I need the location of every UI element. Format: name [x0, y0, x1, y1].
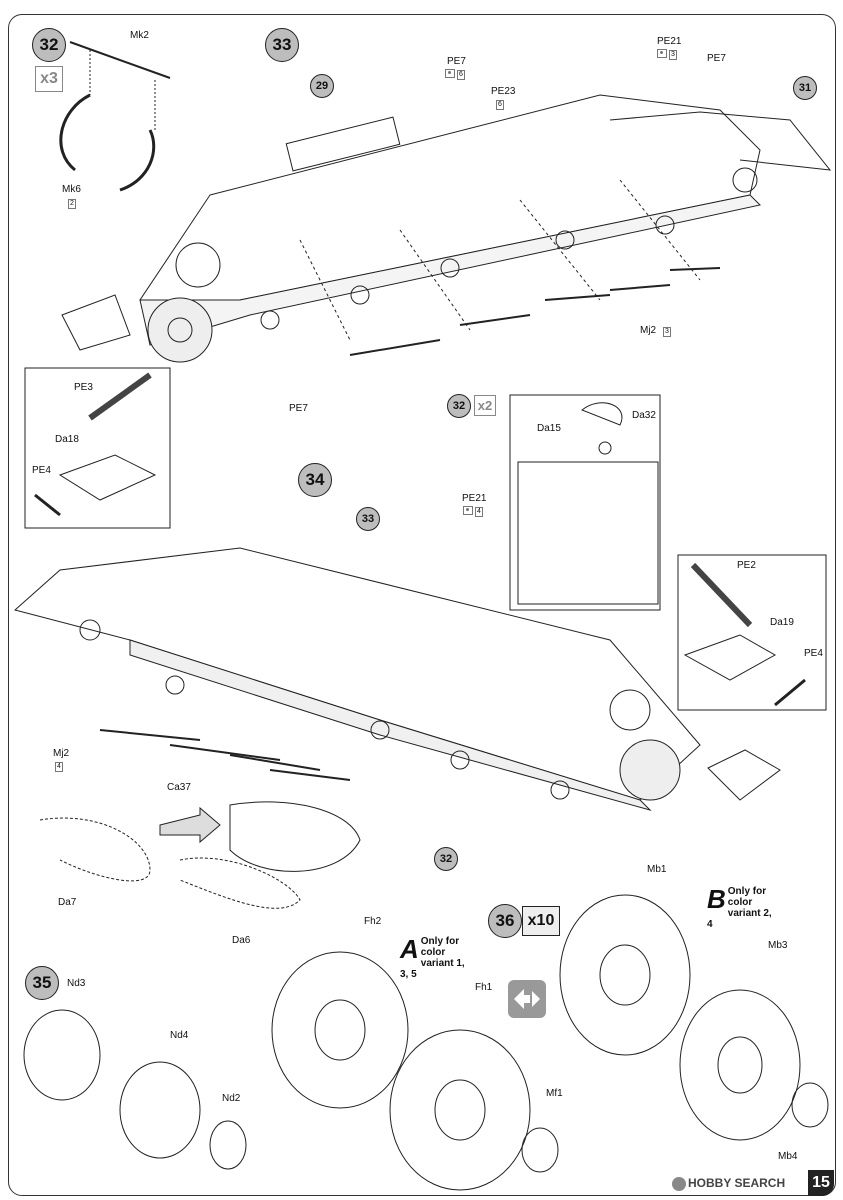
ref-32-multiplier: x2 — [474, 395, 496, 416]
variant-a-note: A Only for color variant 1, 3, 5 — [400, 936, 466, 980]
ref-31: 31 — [793, 76, 817, 100]
label-da15: Da15 — [537, 423, 561, 434]
photo-etch-icon — [463, 505, 473, 515]
label-mb4: Mb4 — [778, 1151, 798, 1162]
label-mk2: Mk2 — [130, 30, 149, 41]
label-pe21-a: PE21 — [657, 36, 682, 47]
label-mj2-b: Mj2 — [53, 748, 70, 759]
label-pe3: PE3 — [74, 382, 93, 393]
photo-etch-icon — [657, 48, 667, 58]
watermark: HOBBY SEARCH — [672, 1176, 785, 1191]
inset-da15-drawing — [509, 394, 661, 611]
ref-32-upper: 32 — [447, 394, 471, 418]
label-da18: Da18 — [55, 434, 79, 445]
variant-b-letter: B — [707, 884, 726, 914]
ref-33: 33 — [356, 507, 380, 531]
step-36-multiplier: x10 — [522, 906, 560, 936]
wheels-drawing — [23, 894, 829, 1191]
step-34-marker: 34 — [298, 463, 332, 497]
variant-b-note: B Only for color variant 2, 4 — [707, 886, 773, 930]
label-ca37: Ca37 — [167, 782, 191, 793]
label-pe23: PE23 — [491, 86, 516, 97]
label-nd3: Nd3 — [67, 978, 86, 989]
step-32-marker: 32 — [32, 28, 66, 62]
hobby-search-logo-icon — [672, 1176, 686, 1191]
label-nd4: Nd4 — [170, 1030, 189, 1041]
label-da32: Da32 — [632, 410, 656, 421]
label-pe21-b: PE21 — [462, 493, 487, 504]
step-33-marker: 33 — [265, 28, 299, 62]
label-mb3: Mb3 — [768, 940, 788, 951]
label-pe21-a-qty: 3 — [657, 48, 677, 60]
label-da7: Da7 — [58, 897, 77, 908]
ref-29: 29 — [310, 74, 334, 98]
inset-da19-drawing — [677, 554, 827, 711]
swap-arrows-icon — [508, 980, 546, 1018]
label-mj2-a-qty: 3 — [663, 327, 671, 337]
label-pe4-a: PE4 — [32, 465, 51, 476]
label-fh1: Fh1 — [475, 982, 493, 993]
step-32-multiplier: x3 — [35, 66, 63, 92]
inset-da18-drawing — [24, 367, 171, 529]
label-mj2-a: Mj2 — [640, 325, 657, 336]
variant-b-text-2: variant 2, 4 — [707, 908, 772, 930]
label-pe7-a-qty: 6 — [445, 68, 465, 80]
label-mb1: Mb1 — [647, 864, 667, 875]
label-pe4-b: PE4 — [804, 648, 823, 659]
label-da19: Da19 — [770, 617, 794, 628]
label-mj2-b-qty: 4 — [55, 762, 63, 772]
page-frame — [8, 14, 836, 1196]
label-fh2: Fh2 — [364, 916, 382, 927]
label-mf1: Mf1 — [546, 1088, 563, 1099]
mk2-bracket-drawing — [59, 41, 171, 192]
variant-a-text-2: variant 1, 3, 5 — [400, 958, 465, 980]
variant-b-text-1: Only for color — [727, 886, 767, 908]
track-links-drawing — [39, 801, 361, 909]
label-pe7-c: PE7 — [289, 403, 308, 414]
label-pe21-b-qty: 4 — [463, 505, 483, 517]
upper-hull-drawing — [61, 94, 832, 363]
label-mk6: Mk6 — [62, 184, 81, 195]
label-mk6-qty: 2 — [68, 199, 76, 209]
label-pe2: PE2 — [737, 560, 756, 571]
label-nd2: Nd2 — [222, 1093, 241, 1104]
ref-32-lower: 32 — [434, 847, 458, 871]
photo-etch-icon — [445, 68, 455, 78]
step-35-marker: 35 — [25, 966, 59, 1000]
variant-a-letter: A — [400, 934, 419, 964]
page-number: 15 — [808, 1170, 834, 1196]
label-pe7-b: PE7 — [707, 53, 726, 64]
label-da6: Da6 — [232, 935, 251, 946]
label-pe7-a: PE7 — [447, 56, 466, 67]
variant-a-text-1: Only for color — [420, 936, 460, 958]
step-36-marker: 36 — [488, 904, 522, 938]
lower-hull-drawing — [13, 547, 781, 811]
label-pe23-qty: 6 — [496, 100, 504, 110]
